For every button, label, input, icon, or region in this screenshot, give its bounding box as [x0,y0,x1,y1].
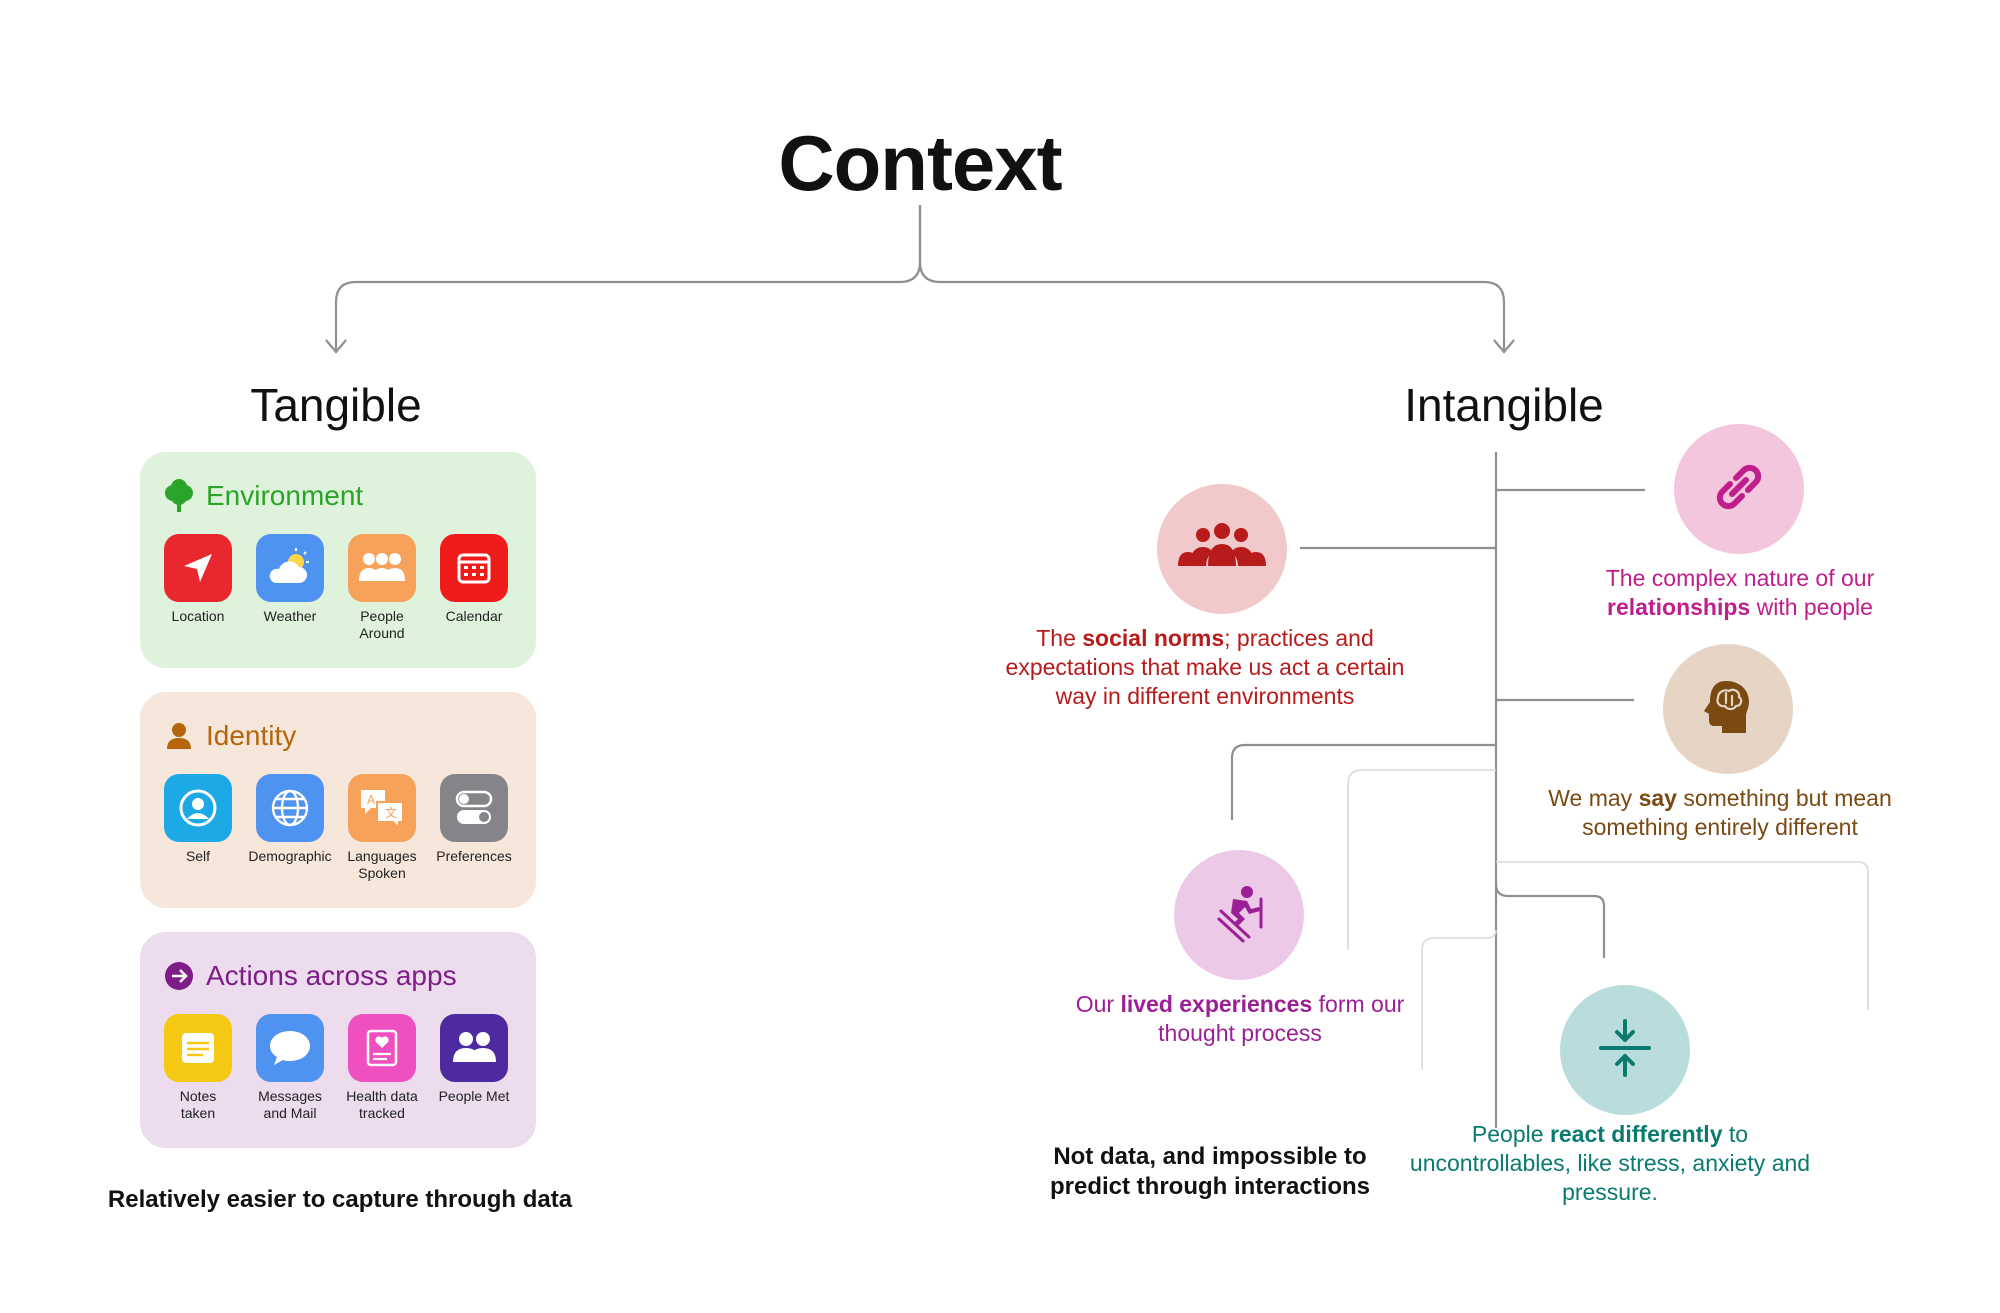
svg-text:A: A [367,793,376,807]
app-location[interactable]: Location [154,534,242,642]
intangible-footer: Not data, and impossible to predict thro… [1049,1143,1370,1200]
experiences-circle [1174,850,1304,980]
app-label: Calendar [445,608,503,624]
app-label: Location [171,608,225,624]
message-bubble-icon [256,1014,324,1082]
social-norms-caption: The social norms; practices and expectat… [1005,625,1405,709]
actions-card: Actions across apps Notes taken Messages… [140,932,536,1148]
app-label: Weather [263,608,317,624]
person-icon [162,719,196,753]
app-label: Notes taken [179,1088,217,1121]
app-label: Languages Spoken [347,848,417,881]
relationships-caption: The complex nature of our relationships … [1605,565,1875,620]
arrow-right-circle-icon [162,959,196,993]
app-label: Demographic [248,848,332,864]
app-people-around[interactable]: People Around [338,534,426,642]
app-label: Preferences [436,848,512,864]
app-languages-spoken[interactable]: A 文 Languages Spoken [338,774,426,882]
app-self[interactable]: Self [154,774,242,882]
intangible-title: Intangible [1404,379,1604,431]
person-circle-icon [164,774,232,842]
environment-header: Environment [162,476,363,516]
app-label: Self [185,848,211,864]
health-record-icon [348,1014,416,1082]
svg-text:文: 文 [385,805,397,820]
location-arrow-icon [164,534,232,602]
app-label: Health data tracked [346,1088,418,1121]
weather-cloud-sun-icon [256,534,324,602]
react-circle [1560,985,1690,1115]
actions-header: Actions across apps [162,956,457,996]
app-label: People Met [438,1088,510,1104]
say-caption: We may say something but mean something … [1548,785,1892,840]
app-health-data-tracked[interactable]: Health data tracked [338,1014,426,1122]
group-people-icon [1176,522,1268,577]
app-preferences[interactable]: Preferences [430,774,518,882]
app-notes-taken[interactable]: Notes taken [154,1014,242,1122]
app-weather[interactable]: Weather [246,534,334,642]
environment-card: Environment Location Weather [140,452,536,668]
app-demographic[interactable]: Demographic [246,774,334,882]
actions-title: Actions across apps [206,960,457,991]
skiing-person-icon [1209,883,1269,948]
people-group-icon [348,534,416,602]
context-title: Context [778,119,1062,207]
app-people-met[interactable]: People Met [430,1014,518,1122]
link-icon [1710,458,1768,521]
environment-title: Environment [206,480,364,511]
tree-icon [162,479,196,513]
notes-icon [164,1014,232,1082]
app-label: Messages and Mail [258,1088,322,1121]
relationships-circle [1674,424,1804,554]
tangible-title: Tangible [250,379,422,431]
translate-icon: A 文 [348,774,416,842]
calendar-icon [440,534,508,602]
tangible-footer: Relatively easier to capture through dat… [107,1186,573,1213]
experiences-caption: Our lived experiences form our thought p… [1075,991,1405,1046]
brain-head-icon [1702,678,1754,741]
say-circle [1663,644,1793,774]
app-label: People Around [359,608,405,641]
toggles-icon [440,774,508,842]
people-pair-icon [440,1014,508,1082]
globe-icon [256,774,324,842]
identity-card: Identity Self Demographic [140,692,536,908]
app-calendar[interactable]: Calendar [430,534,518,642]
compress-arrows-icon [1597,1018,1653,1083]
app-messages-and-mail[interactable]: Messages and Mail [246,1014,334,1122]
react-caption: People react differently to uncontrollab… [1409,1121,1811,1205]
identity-header: Identity [162,716,296,756]
social-norms-circle [1157,484,1287,614]
identity-title: Identity [206,720,297,751]
